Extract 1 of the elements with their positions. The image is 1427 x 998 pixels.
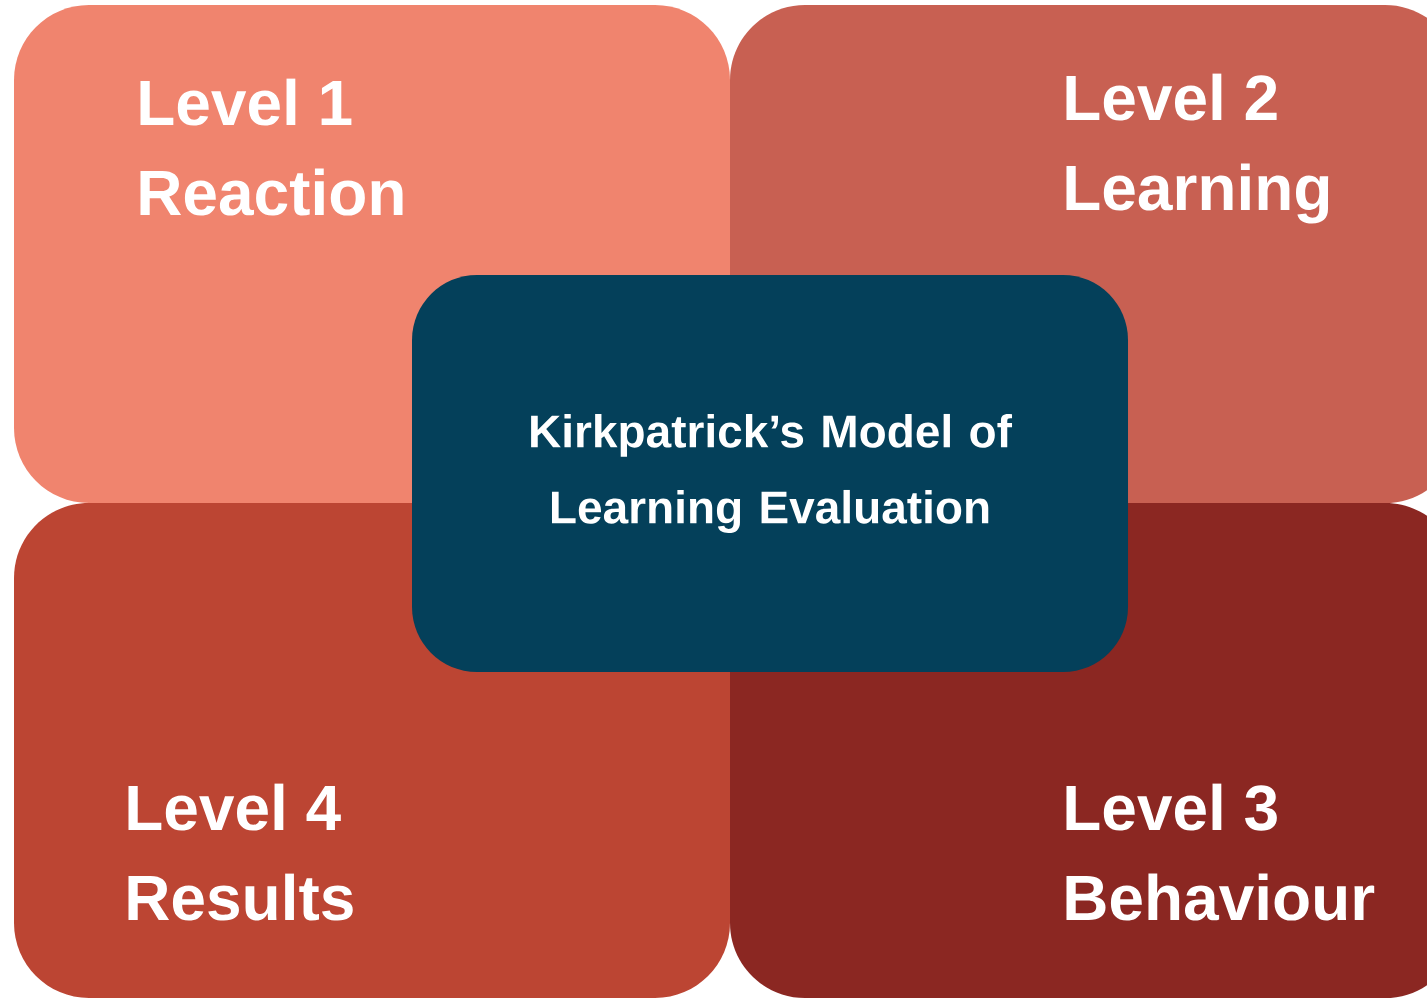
title-box: Kirkpatrick’s Model of Learning Evaluation [412, 275, 1128, 672]
